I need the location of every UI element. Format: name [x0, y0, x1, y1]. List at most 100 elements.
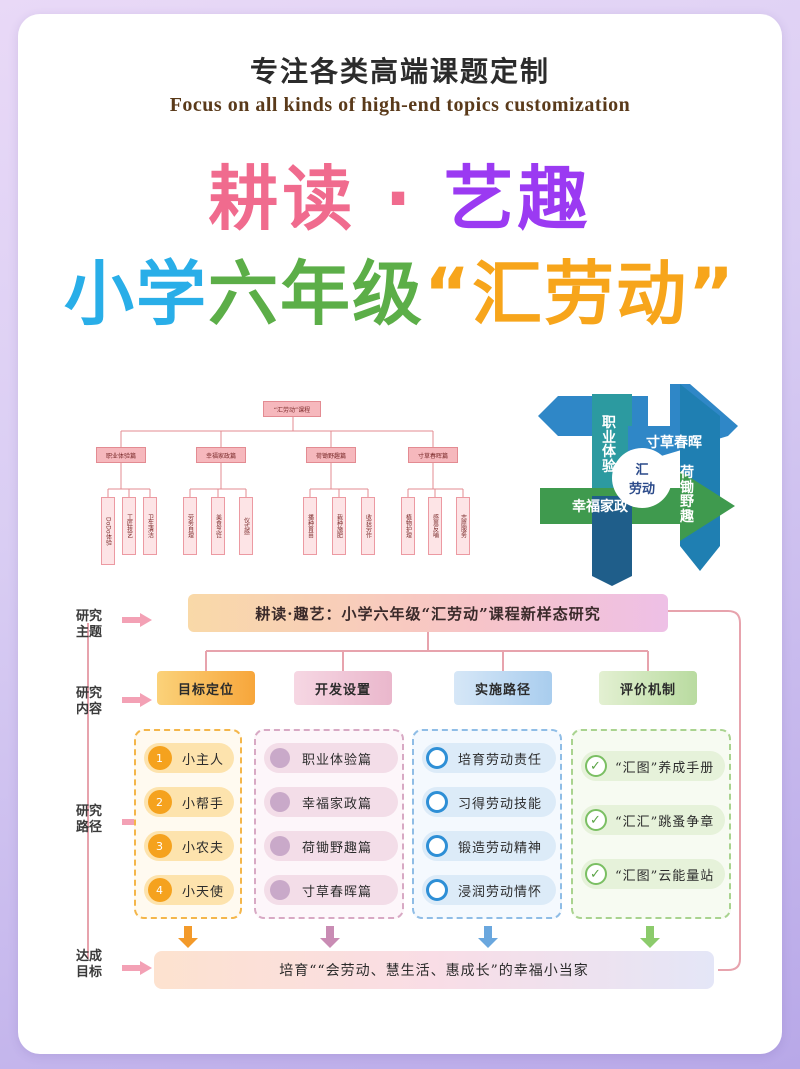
num-badge: 3 — [148, 834, 172, 858]
org-leaf-2-1: 劳务自理 — [183, 497, 197, 555]
huilaodong-cross-graphic: 汇 劳动 职业体验 寸草春晖 荷锄野趣 幸福家政 — [530, 376, 750, 586]
bullet-ring-icon — [426, 747, 448, 769]
item-label: 习得劳动技能 — [458, 796, 543, 812]
item-label: 小主人 — [182, 752, 225, 768]
list-item: 寸草春晖篇 — [264, 875, 398, 905]
org-branch-3: 荷锄野趣篇 — [306, 447, 356, 463]
main-title-line1: 耕读 · 艺趣 — [18, 164, 782, 234]
bullet-dot-icon — [270, 880, 290, 900]
title-gengdu: 耕读 — [208, 158, 357, 240]
col-head-goal: 目标定位 — [157, 671, 255, 705]
header-title-en: Focus on all kinds of high-end topics cu… — [169, 94, 631, 116]
side-arrow-icon — [122, 613, 152, 627]
list-item: 培育劳动责任 — [422, 743, 556, 773]
org-branch-1: 职业体验篇 — [96, 447, 146, 463]
item-label: “汇图”云能量站 — [615, 868, 715, 884]
org-branch-4: 寸草春晖篇 — [408, 447, 458, 463]
list-item: ✓ “汇图”养成手册 — [581, 751, 725, 781]
list-item: 2 小帮手 — [144, 787, 234, 817]
cross-arm-top: 职业体验 — [602, 415, 616, 476]
bullet-dot-icon — [270, 792, 290, 812]
check-icon: ✓ — [585, 863, 607, 885]
side-arrow-icon — [122, 693, 152, 707]
num-badge: 2 — [148, 790, 172, 814]
cross-center-hui: 汇 — [635, 463, 649, 478]
title-liunianji: 六年级 — [207, 253, 424, 335]
cross-arm-left: 幸福家政 — [572, 499, 628, 515]
side-label-goal: 达成 目标 — [64, 949, 114, 982]
cross-center: 汇 劳动 — [612, 448, 672, 508]
col-head-implement: 实施路径 — [454, 671, 552, 705]
title-yiqu: 艺趣 — [443, 158, 592, 240]
list-item: 职业体验篇 — [264, 743, 398, 773]
num-badge: 1 — [148, 746, 172, 770]
course-org-chart: “汇劳动”课程 职业体验篇 幸福家政篇 荷锄野趣篇 寸草春晖篇 DoDo体验 工… — [78, 379, 498, 579]
achievement-goal: 培育““会劳动、慧生活、惠成长”的幸福小当家 — [154, 951, 714, 989]
item-label: 小帮手 — [182, 796, 225, 812]
bullet-ring-icon — [426, 879, 448, 901]
list-item: 习得劳动技能 — [422, 787, 556, 817]
org-leaf-2-2: 美食烹饪 — [211, 497, 225, 555]
org-leaf-3-1: 播种育苗 — [303, 497, 317, 555]
cross-arm-bottom: 荷锄野趣 — [680, 465, 694, 526]
bullet-dot-icon — [270, 748, 290, 768]
title-dot: · — [384, 158, 416, 240]
side-path-l2: 路径 — [75, 820, 102, 836]
down-arrow-icon — [478, 926, 498, 948]
side-label-path: 研究 路径 — [64, 804, 114, 837]
down-arrow-icon — [320, 926, 340, 948]
org-leaf-4-1: 植物护理 — [401, 497, 415, 555]
side-topic-l2: 主题 — [75, 625, 102, 641]
item-label: 锻造劳动精神 — [458, 840, 543, 856]
side-content-l1: 研究 — [75, 686, 102, 701]
cross-center-laodong: 劳动 — [628, 482, 655, 497]
bullet-ring-icon — [426, 791, 448, 813]
org-leaf-4-3: 志愿服务 — [456, 497, 470, 555]
num-badge: 4 — [148, 878, 172, 902]
item-label: 浸润劳动情怀 — [458, 884, 543, 900]
item-label: 荷锄野趣篇 — [302, 840, 373, 856]
list-item: 4 小天使 — [144, 875, 234, 905]
side-label-content: 研究 内容 — [64, 686, 114, 719]
col-implement: 培育劳动责任 习得劳动技能 锻造劳动精神 浸润劳动情怀 — [412, 729, 562, 919]
side-content-l2: 内容 — [75, 702, 102, 718]
down-arrow-icon — [640, 926, 660, 948]
item-label: 职业体验篇 — [302, 752, 373, 768]
org-branch-2: 幸福家政篇 — [196, 447, 246, 463]
item-label: 小农夫 — [182, 840, 225, 856]
org-root: “汇劳动”课程 — [263, 401, 321, 417]
org-leaf-1-3: 卫生清洁 — [143, 497, 157, 555]
bullet-ring-icon — [426, 835, 448, 857]
item-label: “汇图”养成手册 — [615, 760, 715, 776]
side-goal-l2: 目标 — [75, 965, 102, 981]
org-leaf-3-3: 收获劳作 — [361, 497, 375, 555]
item-label: 幸福家政篇 — [302, 796, 373, 812]
org-leaf-1-2: 工匠技艺 — [122, 497, 136, 555]
check-icon: ✓ — [585, 809, 607, 831]
down-arrow-icon — [178, 926, 198, 948]
list-item: 1 小主人 — [144, 743, 234, 773]
side-arrow-icon — [122, 961, 152, 975]
side-label-topic: 研究 主题 — [64, 609, 114, 642]
check-icon: ✓ — [585, 755, 607, 777]
org-leaf-1-1: DoDo体验 — [101, 497, 115, 565]
research-flow: 研究 主题 研究 内容 研究 路径 达成 目标 耕读·趣艺：小学六年级“汇劳动”… — [18, 589, 782, 1019]
side-path-l1: 研究 — [75, 804, 102, 819]
poster-card: 专注各类高端课题定制 Focus on all kinds of high-en… — [18, 14, 782, 1054]
header-title-cn: 专注各类高端课题定制 — [249, 55, 550, 88]
col-evaluate: ✓“汇图”养成手册 ✓“汇汇”跳蚤争章 ✓“汇图”云能量站 — [571, 729, 731, 919]
title-xiaoxue: 小学 — [63, 253, 208, 335]
bullet-dot-icon — [270, 836, 290, 856]
list-item: 荷锄野趣篇 — [264, 831, 398, 861]
org-leaf-3-2: 栽种施肥 — [332, 497, 346, 555]
item-label: 寸草春晖篇 — [302, 884, 373, 900]
col-head-design: 开发设置 — [294, 671, 392, 705]
title-huilaodong: “汇劳动” — [423, 253, 736, 335]
col-design: 职业体验篇 幸福家政篇 荷锄野趣篇 寸草春晖篇 — [254, 729, 404, 919]
side-goal-l1: 达成 — [75, 949, 102, 964]
list-item: ✓ “汇图”云能量站 — [581, 859, 725, 889]
item-label: 小天使 — [182, 884, 225, 900]
col-goal: 1 小主人 2 小帮手 3 小农夫 4 小天使 — [134, 729, 242, 919]
col-head-evaluate: 评价机制 — [599, 671, 697, 705]
list-item: 浸润劳动情怀 — [422, 875, 556, 905]
